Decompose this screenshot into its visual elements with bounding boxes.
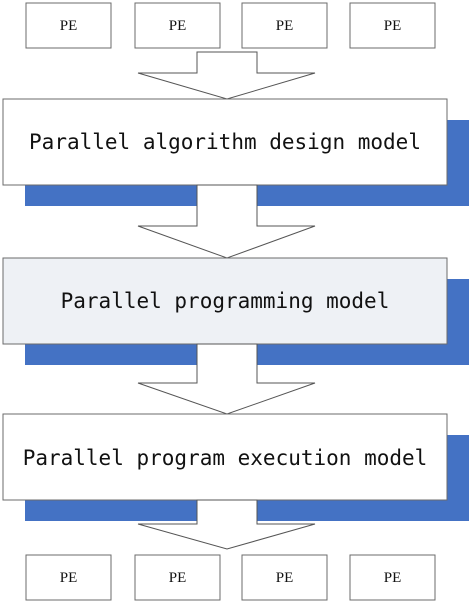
bottom-pe-label: PE bbox=[169, 570, 187, 586]
top-pe-label: PE bbox=[384, 18, 402, 34]
down-arrow-2 bbox=[137, 184, 316, 259]
down-arrow-3 bbox=[137, 343, 316, 415]
bottom-pe-box-1: PE bbox=[25, 554, 112, 601]
model-box bbox=[2, 257, 448, 345]
model-label: Parallel program execution model bbox=[23, 446, 428, 470]
bottom-pe-label: PE bbox=[276, 570, 294, 586]
bottom-pe-label: PE bbox=[60, 570, 78, 586]
model-layer-design: Parallel algorithm design model bbox=[2, 98, 469, 206]
top-pe-box-4: PE bbox=[349, 2, 436, 49]
down-arrow-4 bbox=[137, 499, 316, 550]
top-pe-label: PE bbox=[276, 18, 294, 34]
bottom-pe-box-3: PE bbox=[241, 554, 328, 601]
model-layer-execution: Parallel program execution model bbox=[2, 413, 469, 521]
model-box bbox=[2, 413, 448, 501]
top-pe-box-2: PE bbox=[134, 2, 221, 49]
bottom-pe-label: PE bbox=[384, 570, 402, 586]
model-layer-programming: Parallel programming model bbox=[2, 257, 469, 365]
top-pe-row: PE PE PE PE bbox=[25, 2, 436, 49]
model-label: Parallel programming model bbox=[61, 289, 390, 313]
down-arrow-1 bbox=[137, 51, 316, 100]
top-pe-label: PE bbox=[60, 18, 78, 34]
model-label: Parallel algorithm design model bbox=[29, 130, 421, 154]
top-pe-box-1: PE bbox=[25, 2, 112, 49]
bottom-pe-box-2: PE bbox=[134, 554, 221, 601]
bottom-pe-box-4: PE bbox=[349, 554, 436, 601]
bottom-pe-row: PE PE PE PE bbox=[25, 554, 436, 601]
top-pe-label: PE bbox=[169, 18, 187, 34]
top-pe-box-3: PE bbox=[241, 2, 328, 49]
